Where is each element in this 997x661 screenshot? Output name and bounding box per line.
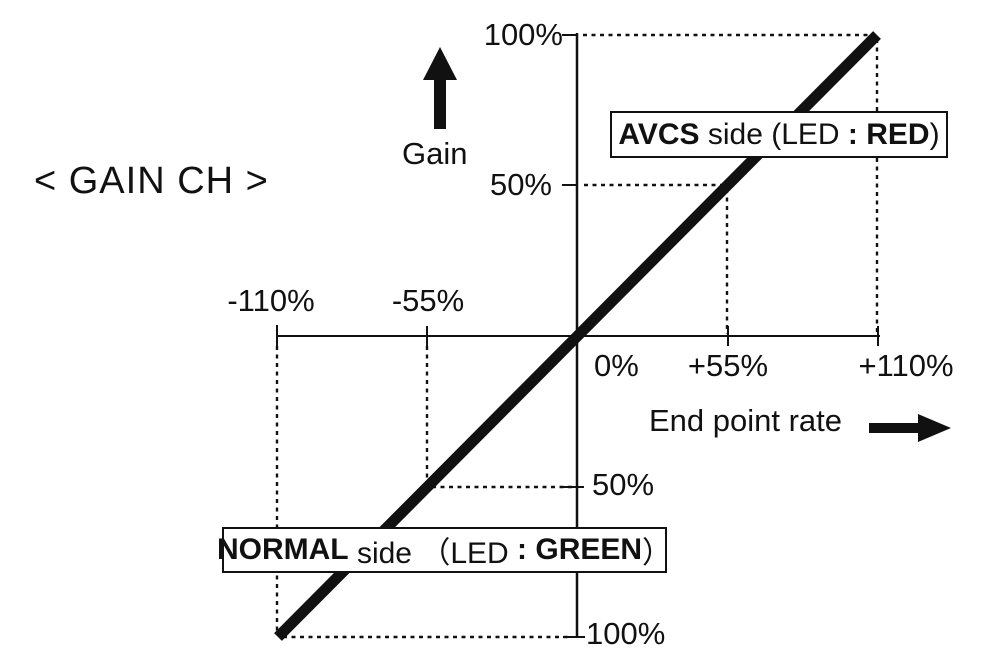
x-axis-label: End point rate [649,403,843,438]
normal-led-value: : GREEN [517,533,643,566]
x-tick-label-pos110: +110% [858,348,954,383]
avcs-side-callout: AVCS side (LED : RED) [610,111,948,158]
normal-mid-text: side （LED [348,537,518,570]
page-title: < GAIN CH > [34,160,269,202]
avcs-mid-text: side (LED [699,117,848,151]
normal-side-callout: NORMAL side （LED : GREEN） [217,527,672,573]
y-tick-label-neg50: 50% [592,467,655,502]
avcs-close-paren: ) [929,117,940,151]
y-tick-label-pos100: 100% [483,17,563,52]
x-tick-label-zero: 0% [594,348,639,383]
x-tick-label-neg110: -110% [227,283,315,318]
x-tick-label-pos55: +55% [687,348,769,383]
avcs-led-value: : RED [847,117,930,151]
x-axis-ticks [276,325,879,347]
up-arrow-icon [423,47,457,129]
y-axis-ticks [562,34,585,638]
x-tick-label-neg55: -55% [391,283,465,318]
right-arrow-icon [869,414,951,442]
y-tick-label-neg100: 100% [586,616,666,651]
y-tick-label-pos50: 50% [489,167,552,202]
y-axis-label: Gain [402,136,468,171]
normal-name: NORMAL [216,533,349,566]
normal-close-paren: ） [642,537,673,570]
avcs-name: AVCS [618,117,700,151]
